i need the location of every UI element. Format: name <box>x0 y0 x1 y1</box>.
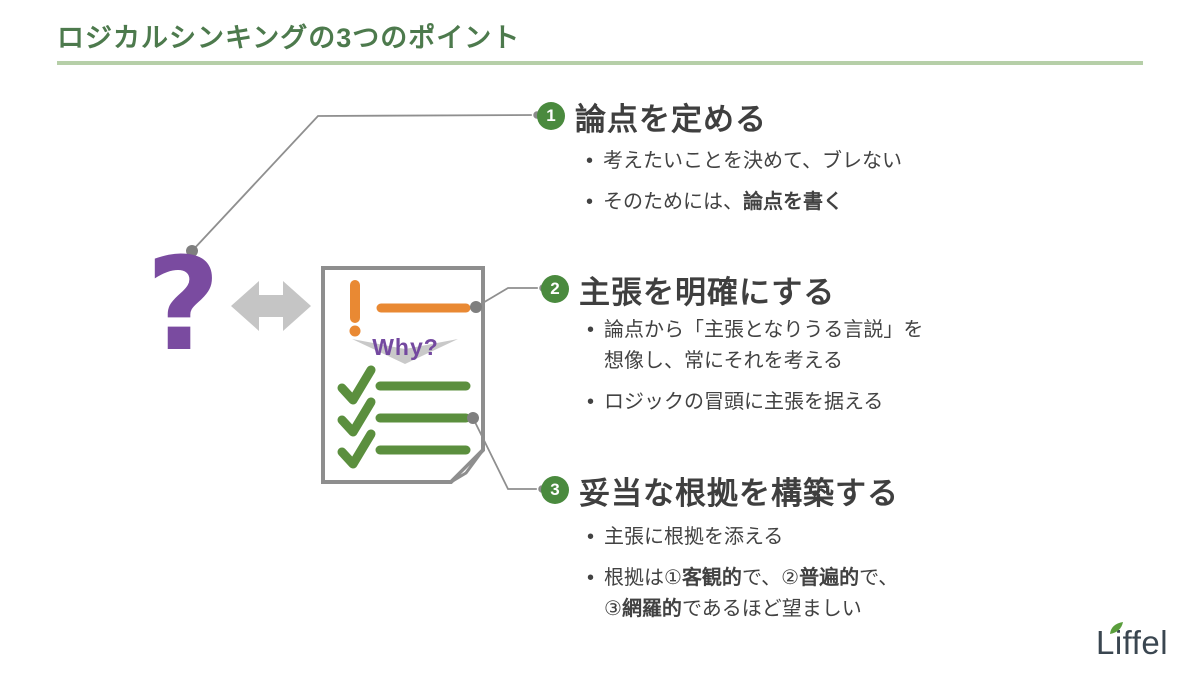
point-section-2: 2 主張を明確にする 論点から「主張となりうる言説」を想像し、常にそれを考えるロ… <box>541 269 923 428</box>
why-label: Why? <box>372 334 439 360</box>
point-3-heading: 妥当な根拠を構築する <box>579 475 899 511</box>
point-1-number-badge: 1 <box>537 102 565 130</box>
point-2-heading-row: 2 主張を明確にする <box>541 269 923 310</box>
folded-corner-icon <box>449 448 485 484</box>
double-headed-arrow-icon <box>231 281 311 331</box>
down-chevron-icon <box>352 339 458 364</box>
title-underline <box>57 61 1143 65</box>
bullet-item: 主張に根拠を添える <box>585 522 899 553</box>
bullet-item: ロジックの冒頭に主張を据える <box>585 387 923 418</box>
point-1-heading: 論点を定める <box>575 101 767 137</box>
point-section-3: 3 妥当な根拠を構築する 主張に根拠を添える根拠は①客観的で、②普遍的で、③網羅… <box>541 470 899 635</box>
connector-line-3 <box>472 417 542 490</box>
connector-line-1 <box>191 114 538 252</box>
exclamation-icon <box>349 280 361 337</box>
point-1-bullets: 考えたいことを決めて、ブレないそのためには、論点を書く <box>584 146 902 218</box>
point-2-heading: 主張を明確にする <box>579 274 836 310</box>
question-mark-icon: ? <box>146 231 221 380</box>
point-2-number-badge: 2 <box>541 275 569 303</box>
point-section-1: 1 論点を定める 考えたいことを決めて、ブレないそのためには、論点を書く <box>537 96 902 228</box>
connector-line-2 <box>475 287 543 308</box>
logo-text: Liffel <box>1096 624 1169 661</box>
logo-leaf-icon <box>1110 622 1123 634</box>
point-3-bullets: 主張に根拠を添える根拠は①客観的で、②普遍的で、③網羅的であるほど望ましい <box>585 522 899 625</box>
bullet-item: 考えたいことを決めて、ブレない <box>584 146 902 177</box>
bullet-item: 根拠は①客観的で、②普遍的で、③網羅的であるほど望ましい <box>585 563 899 625</box>
point-3-heading-row: 3 妥当な根拠を構築する <box>541 470 899 511</box>
slide-title: ロジカルシンキングの3つのポイント <box>57 23 521 53</box>
point-3-number-badge: 3 <box>541 476 569 504</box>
point-1-heading-row: 1 論点を定める <box>537 96 902 137</box>
point-2-bullets: 論点から「主張となりうる言説」を想像し、常にそれを考えるロジックの冒頭に主張を据… <box>585 315 923 418</box>
bullet-item: そのためには、論点を書く <box>584 187 902 218</box>
connector-lines <box>191 114 543 490</box>
checkmark-icon <box>337 365 471 469</box>
